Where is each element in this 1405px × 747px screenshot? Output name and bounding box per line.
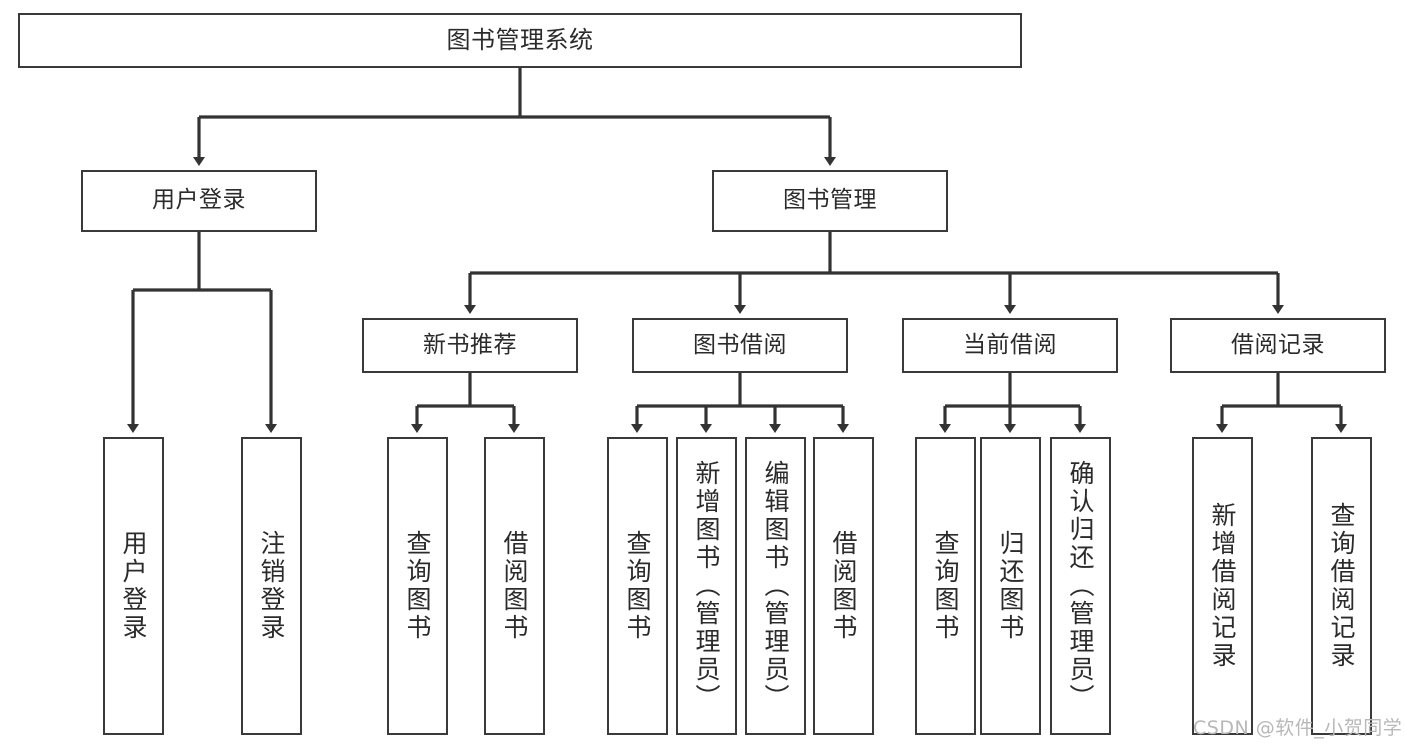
leaf-query-book-current[interactable]: 查询图书 xyxy=(915,437,976,735)
leaf-confirm-return-admin[interactable]: 确认归还（管理员） xyxy=(1050,437,1111,735)
leaf-add-book-admin[interactable]: 新增图书（管理员） xyxy=(676,437,737,735)
node-user-login[interactable]: 用户登录 xyxy=(81,170,317,232)
node-label: 新增借阅记录 xyxy=(1208,502,1237,670)
node-label: 归还图书 xyxy=(996,530,1025,642)
node-book-borrow[interactable]: 图书借阅 xyxy=(632,318,848,373)
leaf-query-book-borrow[interactable]: 查询图书 xyxy=(607,437,668,735)
node-label: 注销登录 xyxy=(257,530,286,642)
node-label: 查询图书 xyxy=(623,530,652,642)
node-root-system[interactable]: 图书管理系统 xyxy=(18,13,1022,68)
node-label: 借阅图书 xyxy=(829,530,858,642)
leaf-query-borrow-record[interactable]: 查询借阅记录 xyxy=(1311,437,1372,735)
node-label: 用户登录 xyxy=(119,530,148,642)
leaf-borrow-book-recommend[interactable]: 借阅图书 xyxy=(484,437,545,735)
node-book-management[interactable]: 图书管理 xyxy=(712,170,948,232)
node-label: 图书借阅 xyxy=(693,331,787,358)
leaf-add-borrow-record[interactable]: 新增借阅记录 xyxy=(1192,437,1253,735)
node-label: 确认归还（管理员） xyxy=(1066,460,1095,712)
node-new-book-recommend[interactable]: 新书推荐 xyxy=(362,318,578,373)
node-label: 编辑图书（管理员） xyxy=(761,460,790,712)
leaf-return-book[interactable]: 归还图书 xyxy=(980,437,1041,735)
leaf-user-login[interactable]: 用户登录 xyxy=(103,437,164,735)
node-label: 图书管理 xyxy=(783,187,877,214)
node-label: 新书推荐 xyxy=(423,331,517,358)
node-label: 查询借阅记录 xyxy=(1327,502,1356,670)
node-current-borrow[interactable]: 当前借阅 xyxy=(902,318,1118,373)
leaf-borrow-book[interactable]: 借阅图书 xyxy=(813,437,874,735)
node-label: 查询图书 xyxy=(403,530,432,642)
node-label: 借阅记录 xyxy=(1231,331,1325,358)
node-borrow-record[interactable]: 借阅记录 xyxy=(1170,318,1386,373)
leaf-edit-book-admin[interactable]: 编辑图书（管理员） xyxy=(745,437,806,735)
node-label: 用户登录 xyxy=(152,187,246,214)
node-label: 图书管理系统 xyxy=(446,26,594,55)
csdn-watermark: CSDN @软件_小贺同学 xyxy=(1193,717,1403,739)
node-label: 借阅图书 xyxy=(500,530,529,642)
node-label: 当前借阅 xyxy=(963,331,1057,358)
node-label: 新增图书（管理员） xyxy=(692,460,721,712)
node-label: 查询图书 xyxy=(931,530,960,642)
leaf-logout[interactable]: 注销登录 xyxy=(241,437,302,735)
leaf-query-book-recommend[interactable]: 查询图书 xyxy=(387,437,448,735)
